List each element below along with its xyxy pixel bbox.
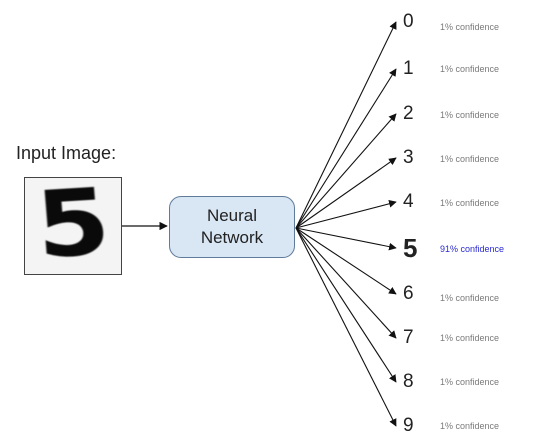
input-image: 5 <box>24 177 122 275</box>
output-digit-0: 0 <box>403 11 414 32</box>
output-arrow-5 <box>295 227 397 251</box>
output-arrow-9 <box>295 227 397 427</box>
output-arrow-4 <box>295 200 397 229</box>
output-digit-3: 3 <box>403 147 414 168</box>
output-digit-2: 2 <box>403 103 414 124</box>
output-confidence-2: 1% confidence <box>440 110 500 120</box>
output-digit-6: 6 <box>403 283 414 304</box>
output-digit-4: 4 <box>403 191 414 212</box>
output-digit-8: 8 <box>403 371 414 392</box>
output-confidence-3: 1% confidence <box>440 154 500 164</box>
output-digit-1: 1 <box>403 58 414 79</box>
output-confidence-4: 1% confidence <box>440 198 500 208</box>
output-confidence-0: 1% confidence <box>440 22 500 32</box>
input-image-label: Input Image: <box>16 143 117 163</box>
neural-network-label-line2: Network <box>200 228 264 247</box>
output-confidence-8: 1% confidence <box>440 377 500 387</box>
neural-network-label-line1: Neural <box>206 206 258 225</box>
output-confidence-1: 1% confidence <box>440 64 500 74</box>
output-confidence-7: 1% confidence <box>440 333 500 343</box>
output-arrow-8 <box>295 227 397 383</box>
output-arrows <box>295 21 397 427</box>
output-arrow-0 <box>295 21 397 229</box>
output-confidence-9: 1% confidence <box>440 421 500 431</box>
handwritten-digit: 5 <box>31 177 114 275</box>
output-arrow-6 <box>295 227 397 295</box>
output-arrow-7 <box>295 227 397 339</box>
neural-network-node: Neural Network <box>169 196 295 258</box>
output-arrow-3 <box>295 157 397 229</box>
output-confidence-6: 1% confidence <box>440 293 500 303</box>
output-confidence-5: 91% confidence <box>440 244 505 254</box>
output-arrow-1 <box>295 68 397 229</box>
output-digit-5: 5 <box>403 233 418 263</box>
output-digit-7: 7 <box>403 327 414 348</box>
output-digit-9: 9 <box>403 415 414 436</box>
output-arrow-2 <box>295 113 397 229</box>
